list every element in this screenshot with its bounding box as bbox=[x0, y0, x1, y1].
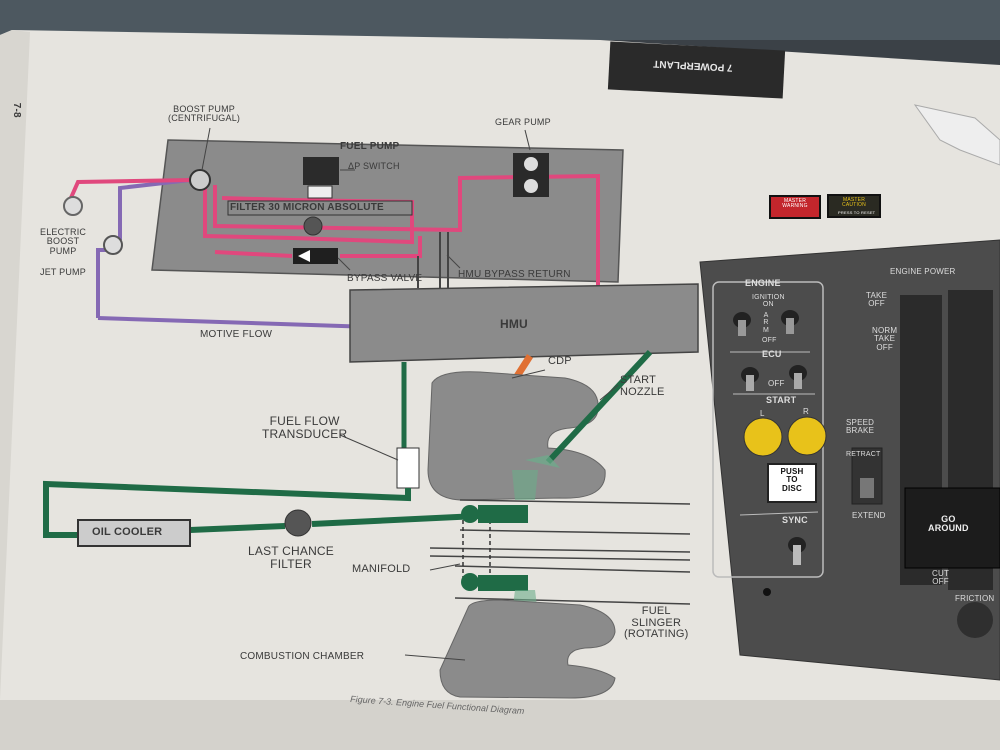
engine-box-label: ENGINE bbox=[745, 278, 781, 288]
fuel-flow-transducer-box bbox=[396, 447, 420, 489]
dp-switch-label: ΔP SWITCH bbox=[348, 161, 400, 171]
speed-brake-lever[interactable] bbox=[860, 478, 874, 498]
extend-label: EXTEND bbox=[852, 511, 886, 520]
section-header: 7 POWERPLANT bbox=[607, 41, 786, 99]
start-nozzle-label: START NOZZLE bbox=[620, 374, 665, 398]
ecu-label: ECU bbox=[762, 349, 782, 359]
speed-brake-label: SPEED BRAKE bbox=[846, 418, 875, 436]
hmu-block bbox=[349, 283, 699, 363]
engine-power-label: ENGINE POWER bbox=[890, 267, 956, 276]
fuel-flow-transducer-label: FUEL FLOW TRANSDUCER bbox=[262, 414, 348, 441]
master-warning-button[interactable] bbox=[769, 195, 821, 219]
push-to-disc-button[interactable] bbox=[767, 463, 817, 503]
sync-label: SYNC bbox=[782, 515, 808, 525]
arm-label: A R M bbox=[763, 312, 770, 334]
go-around-label: GO AROUND bbox=[928, 514, 969, 534]
motive-flow-label: MOTIVE FLOW bbox=[200, 329, 273, 340]
start-left-label: L bbox=[760, 409, 765, 418]
oil-cooler-label: OIL COOLER bbox=[92, 526, 163, 538]
combustor-lower bbox=[439, 599, 616, 699]
dp-switch-box bbox=[303, 157, 339, 185]
aircraft-illustration bbox=[913, 104, 1000, 166]
bypass-valve-icon bbox=[293, 248, 338, 264]
throttle-handle[interactable] bbox=[904, 487, 1000, 569]
press-to-reset-label: PRESS TO RESET bbox=[838, 210, 876, 215]
filter-element-icon bbox=[303, 216, 323, 236]
hmu-bypass-return-label: HMU BYPASS RETURN bbox=[458, 269, 571, 280]
combustion-chamber-label: COMBUSTION CHAMBER bbox=[240, 651, 365, 662]
master-caution-button[interactable] bbox=[827, 194, 881, 218]
cut-off-label: CUT OFF bbox=[932, 569, 950, 587]
master-caution-label: MASTER CAUTION bbox=[842, 197, 866, 209]
page-number: 7-8 bbox=[10, 102, 22, 118]
fuel-slinger-label: FUEL SLINGER (ROTATING) bbox=[624, 605, 689, 641]
retract-label: RETRACT bbox=[846, 451, 881, 458]
ecu-off-label: OFF bbox=[768, 379, 785, 388]
filter-bar bbox=[227, 200, 413, 216]
friction-knob[interactable] bbox=[957, 602, 993, 638]
ecu-right-toggle[interactable] bbox=[789, 365, 807, 389]
filter-label: FILTER 30 MICRON ABSOLUTE bbox=[230, 202, 384, 213]
last-chance-filter-label: LAST CHANCE FILTER bbox=[248, 544, 335, 571]
last-chance-filter-icon bbox=[284, 509, 312, 537]
oil-cooler-box bbox=[77, 519, 191, 547]
ignition-off-label: OFF bbox=[762, 337, 777, 344]
sync-toggle[interactable] bbox=[788, 537, 806, 565]
push-to-disc-label: PUSH TO DISC bbox=[780, 467, 804, 493]
start-right-label: R bbox=[803, 407, 809, 416]
combustor-upper bbox=[427, 371, 606, 501]
hmu-label: HMU bbox=[500, 317, 528, 331]
cdp-label: CDP bbox=[548, 355, 572, 367]
ignition-on-label: IGNITION ON bbox=[752, 294, 785, 309]
start-left-button[interactable] bbox=[743, 417, 783, 457]
start-right-button[interactable] bbox=[787, 416, 827, 456]
jet-pump-label: JET PUMP bbox=[40, 267, 86, 277]
boost-pump-icon bbox=[189, 169, 211, 191]
manifold-label: MANIFOLD bbox=[352, 563, 411, 575]
electric-boost-pump-icon bbox=[63, 196, 83, 216]
section-header-label: 7 POWERPLANT bbox=[653, 57, 733, 73]
ecu-left-toggle[interactable] bbox=[741, 367, 759, 391]
master-warning-label: MASTER WARNING bbox=[782, 198, 808, 210]
gear-pump-label: GEAR PUMP bbox=[495, 117, 551, 127]
electric-boost-pump-label: ELECTRIC BOOST PUMP bbox=[40, 227, 87, 256]
bypass-valve-label: BYPASS VALVE bbox=[347, 273, 423, 284]
friction-label: FRICTION bbox=[955, 594, 995, 603]
jet-pump-icon bbox=[103, 235, 123, 255]
start-label: START bbox=[766, 395, 797, 405]
norm-take-off-label: NORM TAKE OFF bbox=[872, 326, 898, 352]
take-off-label: TAKE OFF bbox=[866, 291, 888, 309]
ignition-left-toggle[interactable] bbox=[733, 312, 751, 336]
boost-pump-label: BOOST PUMP (CENTRIFUGAL) bbox=[168, 104, 241, 124]
fuel-pump-title: FUEL PUMP bbox=[340, 141, 400, 152]
ignition-right-toggle[interactable] bbox=[781, 310, 799, 334]
